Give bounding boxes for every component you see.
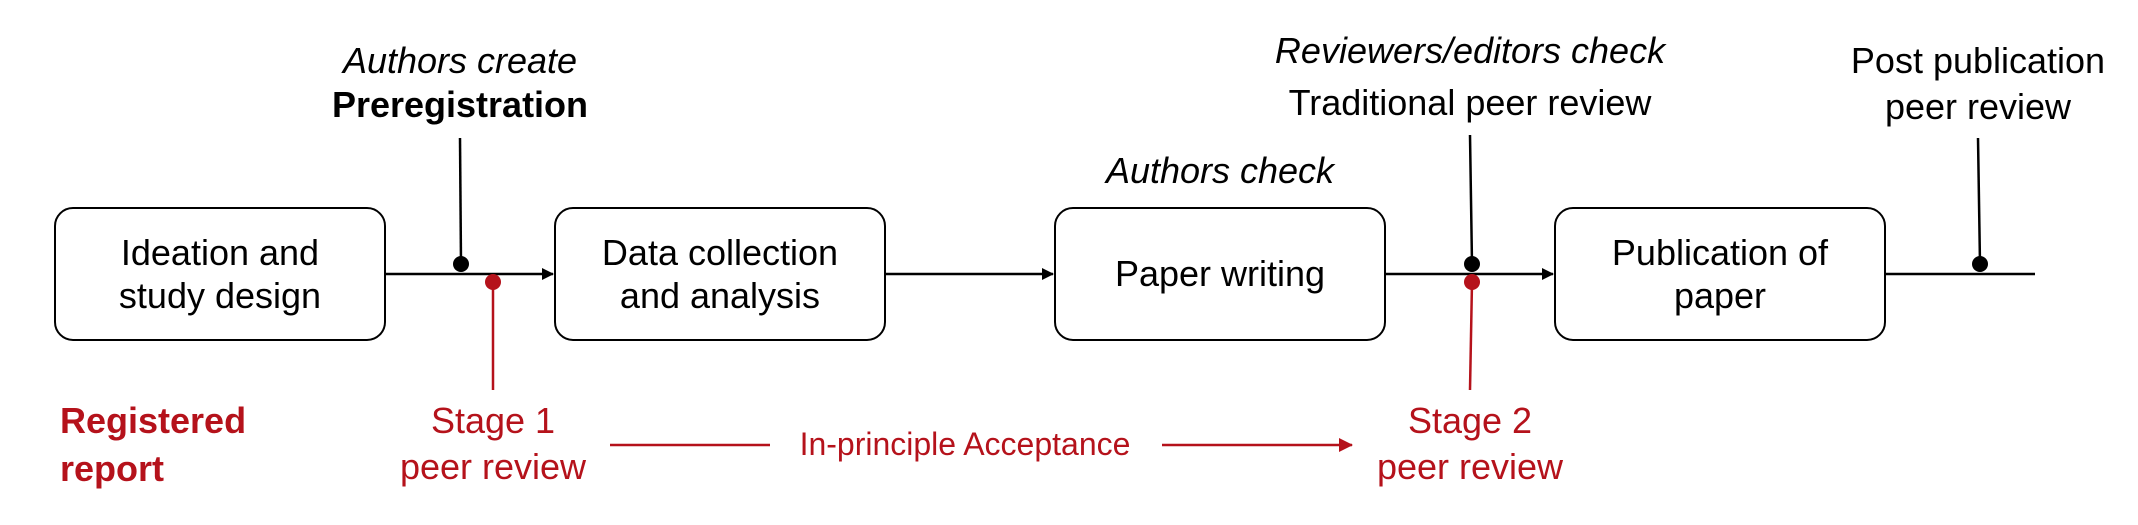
reviewers-editors-label: Reviewers/editors check [1274,30,1666,71]
stage1-line2: peer review [399,446,587,487]
registered-report-line1: Registered [60,400,247,441]
stage1-line1: Stage 1 [430,400,556,441]
authors-check-label: Authors check [1105,150,1335,191]
in-principle-acceptance-label: In-principle Acceptance [799,426,1131,462]
pin-preregistration-line [458,137,463,265]
pin-stage1-dot [485,274,501,290]
pin-post-publication-dot [1972,256,1988,272]
preregistration-bold: Preregistration [331,84,589,125]
box-label-paper-writing: Paper writing [1114,253,1326,295]
stage2-line1: Stage 2 [1407,400,1533,441]
post-publication-line1: Post publication [1850,40,2106,81]
pin-traditional-line [1468,134,1474,265]
pin-preregistration-dot [453,256,469,272]
registered-report-line2: report [60,448,165,489]
preregistration-italic: Authors create [342,40,578,81]
box-label-ideation: Ideation and study design [118,231,322,316]
box-label-data-collection: Data collection and analysis [601,231,839,316]
pin-traditional-dot [1464,256,1480,272]
traditional-peer-review-label: Traditional peer review [1288,82,1652,123]
pin-stage2-line [1468,281,1474,391]
pin-stage2-dot [1464,274,1480,290]
pin-post-publication-line [1976,137,1982,265]
stage2-line2: peer review [1376,446,1564,487]
post-publication-line2: peer review [1884,86,2072,127]
box-label-publication: Publication of paper [1611,231,1829,316]
